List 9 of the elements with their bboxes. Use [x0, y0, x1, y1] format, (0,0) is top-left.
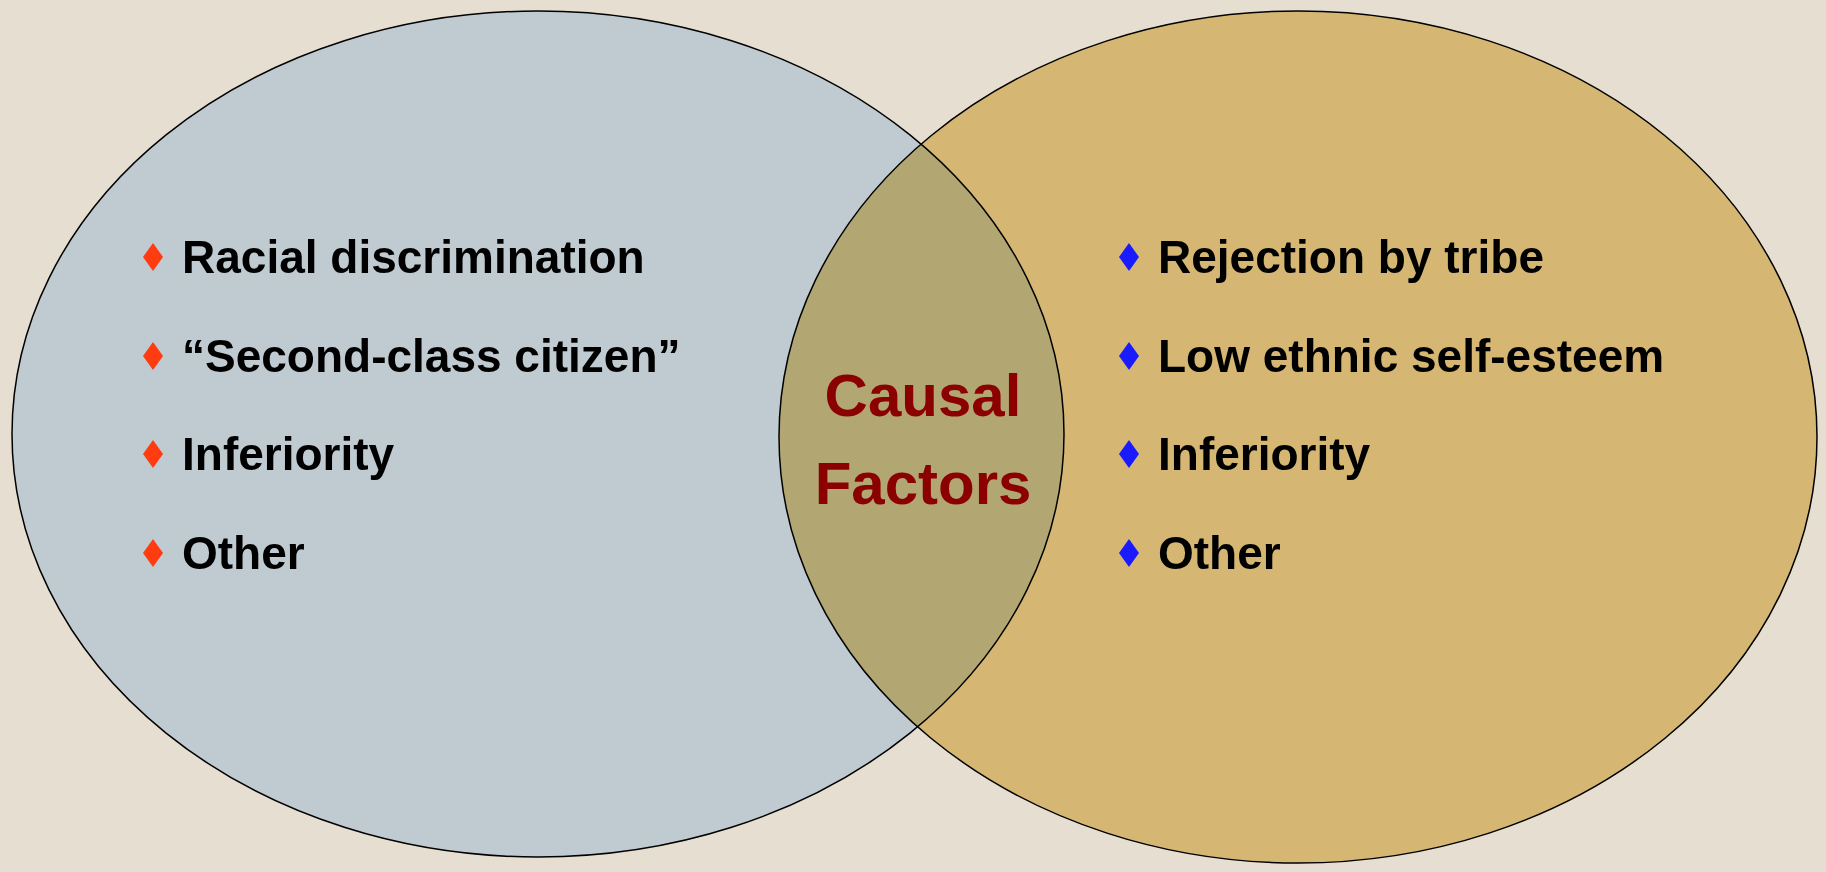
list-item-text: Other	[1158, 526, 1281, 580]
list-item-text: Other	[182, 526, 305, 580]
list-item-text: Inferiority	[1158, 427, 1371, 481]
list-item-text: “Second-class citizen”	[182, 329, 681, 383]
list-item-text: Inferiority	[182, 427, 395, 481]
list-item-text: Rejection by tribe	[1158, 230, 1544, 284]
list-item-text: Low ethnic self-esteem	[1158, 329, 1665, 383]
overlap-label: Causal Factors	[813, 361, 1033, 519]
list-item-text: Racial discrimination	[182, 230, 645, 284]
